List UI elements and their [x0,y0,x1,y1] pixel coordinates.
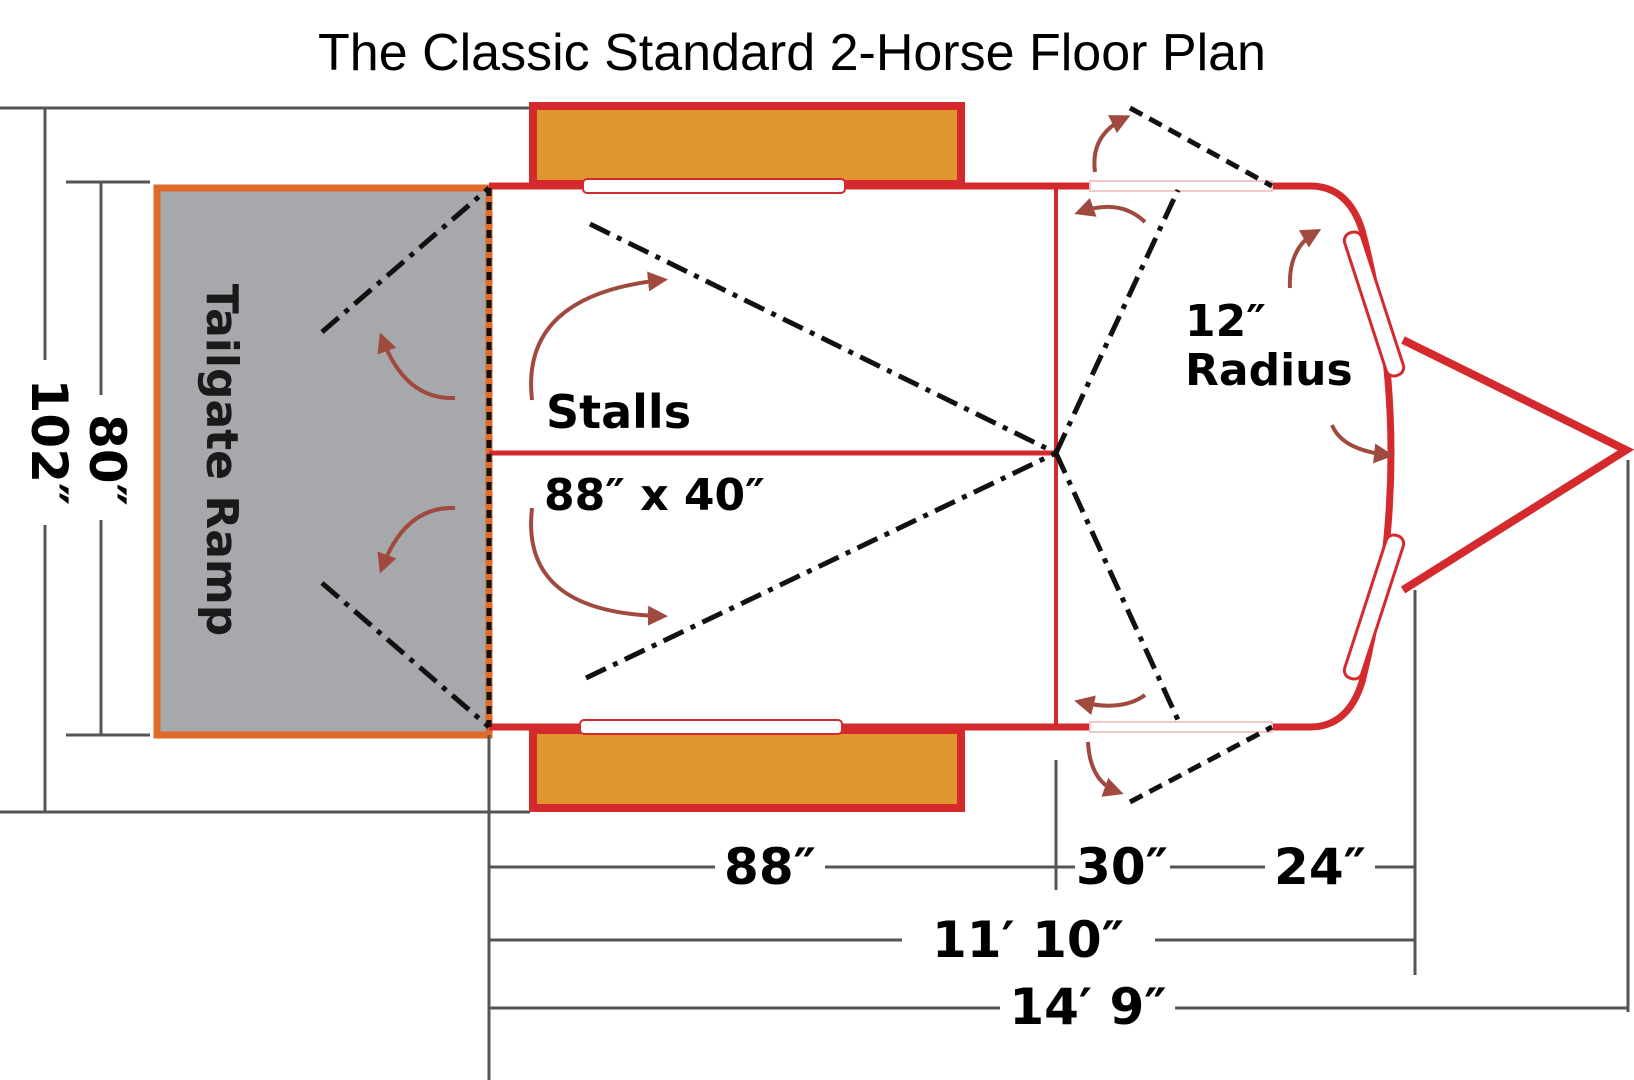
overall-length-dimension: 14′ 9″ [1009,978,1166,1036]
hitch-tongue [1400,336,1634,594]
length-dimension-lines [487,460,1630,1080]
inside-width-dimension: 80″ [78,414,136,506]
top-fender [529,102,965,188]
box-length-dimension: 11′ 10″ [932,911,1124,969]
stalls-label: Stalls [546,385,691,439]
stall-size-label: 88″ x 40″ [544,470,765,521]
tailgate-ramp-label: Tailgate Ramp [196,284,247,637]
nose-dimension: 24″ [1274,838,1366,896]
side-openings [579,178,1273,735]
stall-length-dimension: 88″ [724,838,816,896]
width-dimension-lines [0,106,530,814]
swing-arrows [377,115,1394,797]
radius-value-label: 12″ [1185,296,1266,347]
tailgate-ramp [153,184,493,739]
front-windows [1342,230,1406,681]
radius-word-label: Radius [1185,345,1353,396]
swing-lines [320,105,1274,805]
bottom-fender [529,726,965,812]
diagram-title: The Classic Standard 2-Horse Floor Plan [318,24,1266,82]
overall-width-dimension: 102″ [20,379,78,506]
trailer-walls [489,182,1395,731]
front-section-dimension: 30″ [1076,838,1168,896]
